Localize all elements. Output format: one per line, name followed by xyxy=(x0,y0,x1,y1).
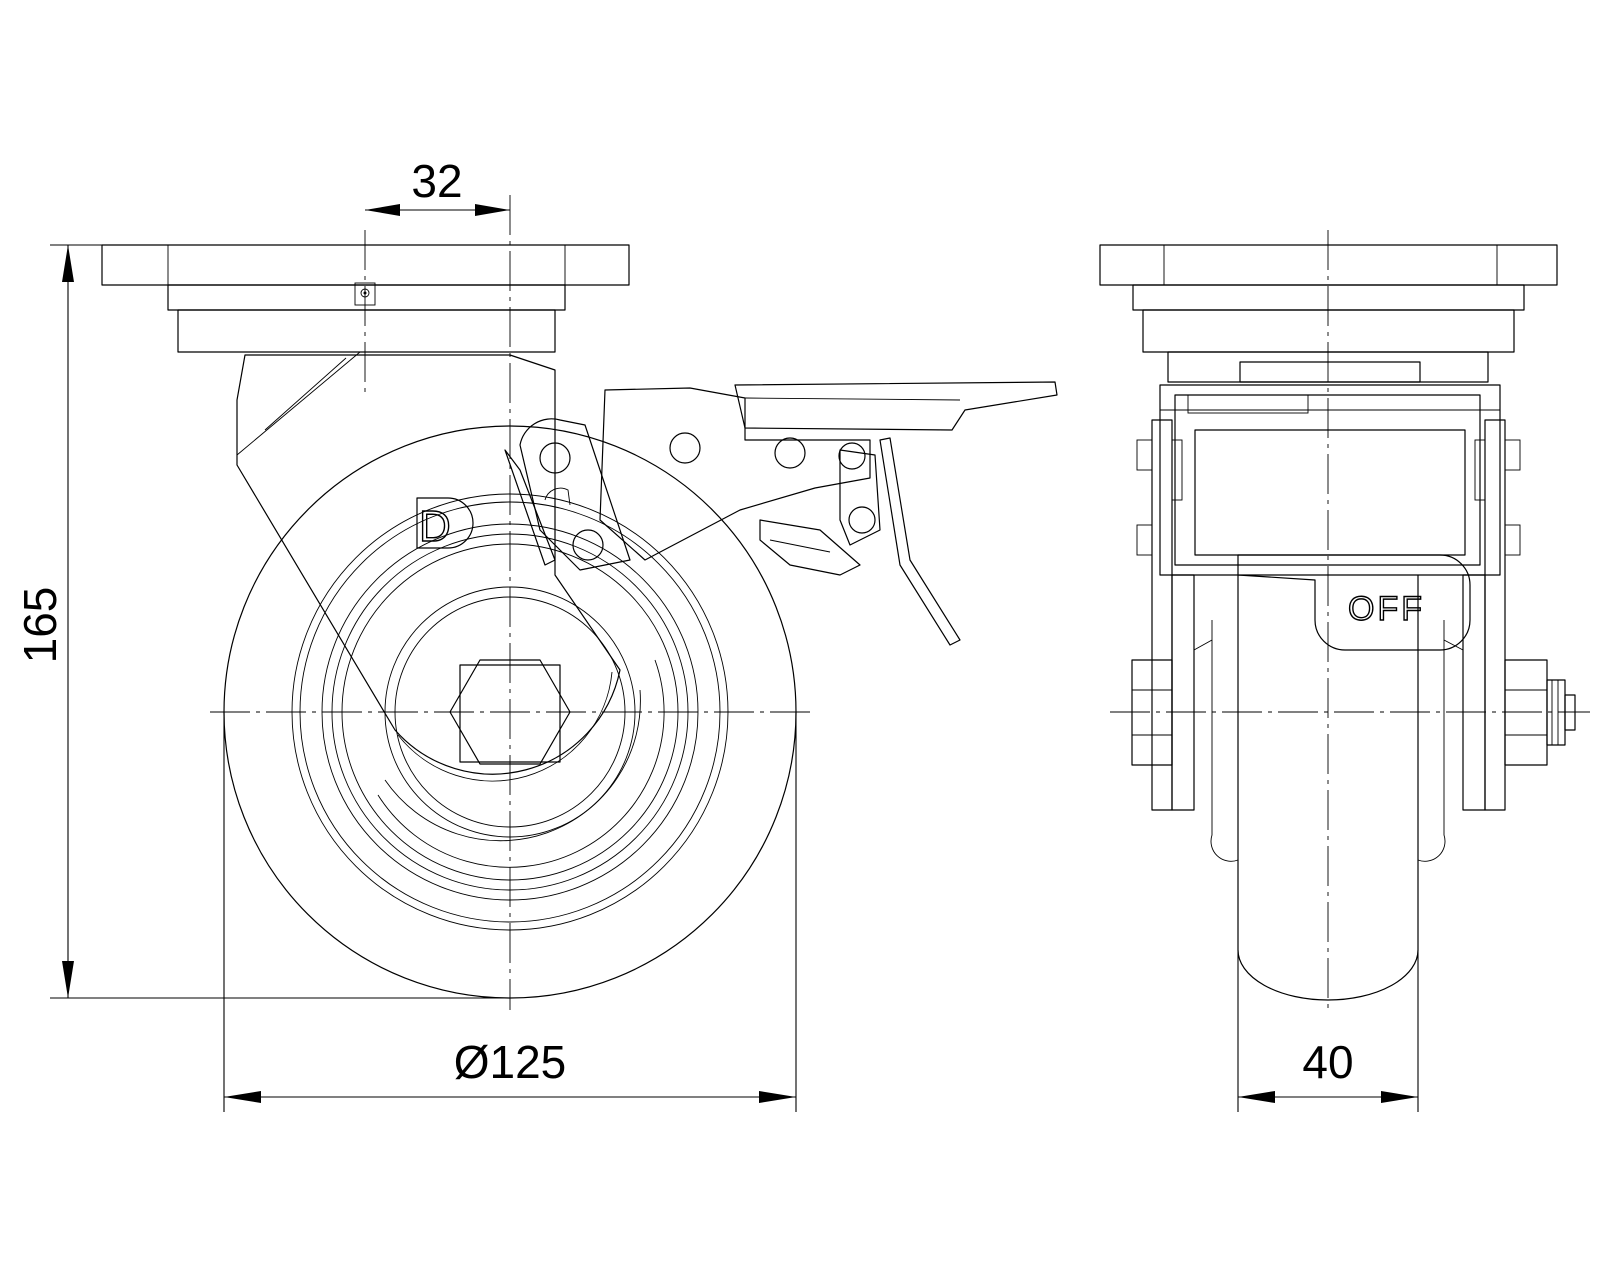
dimension-height: 165 xyxy=(14,244,510,999)
side-top-plate xyxy=(101,244,630,353)
brand-logo-icon: D xyxy=(416,497,474,552)
svg-text:D: D xyxy=(419,502,451,551)
side-brake-mechanism xyxy=(504,381,1058,646)
svg-text:Ø125: Ø125 xyxy=(454,1036,567,1088)
dimension-wheel-diameter: Ø125 xyxy=(223,712,797,1112)
front-wheel xyxy=(1193,575,1464,1001)
svg-text:165: 165 xyxy=(14,587,66,664)
dimension-wheel-width: 40 xyxy=(1237,950,1419,1112)
front-view: OFF xyxy=(1099,230,1590,1010)
svg-text:40: 40 xyxy=(1302,1036,1353,1088)
front-swivel-head xyxy=(1159,351,1501,576)
dimension-offset: 32 xyxy=(365,155,510,216)
brake-state-label: OFF xyxy=(1348,590,1425,628)
front-brake-tab: OFF xyxy=(1237,554,1471,651)
front-axle-left-nut xyxy=(1131,659,1173,766)
side-view: D xyxy=(101,195,1058,1010)
front-top-plate xyxy=(1099,244,1558,353)
front-axle-right-nut xyxy=(1504,659,1576,766)
front-fork-legs xyxy=(1136,419,1521,811)
svg-text:32: 32 xyxy=(411,155,462,207)
side-fork xyxy=(236,351,621,782)
